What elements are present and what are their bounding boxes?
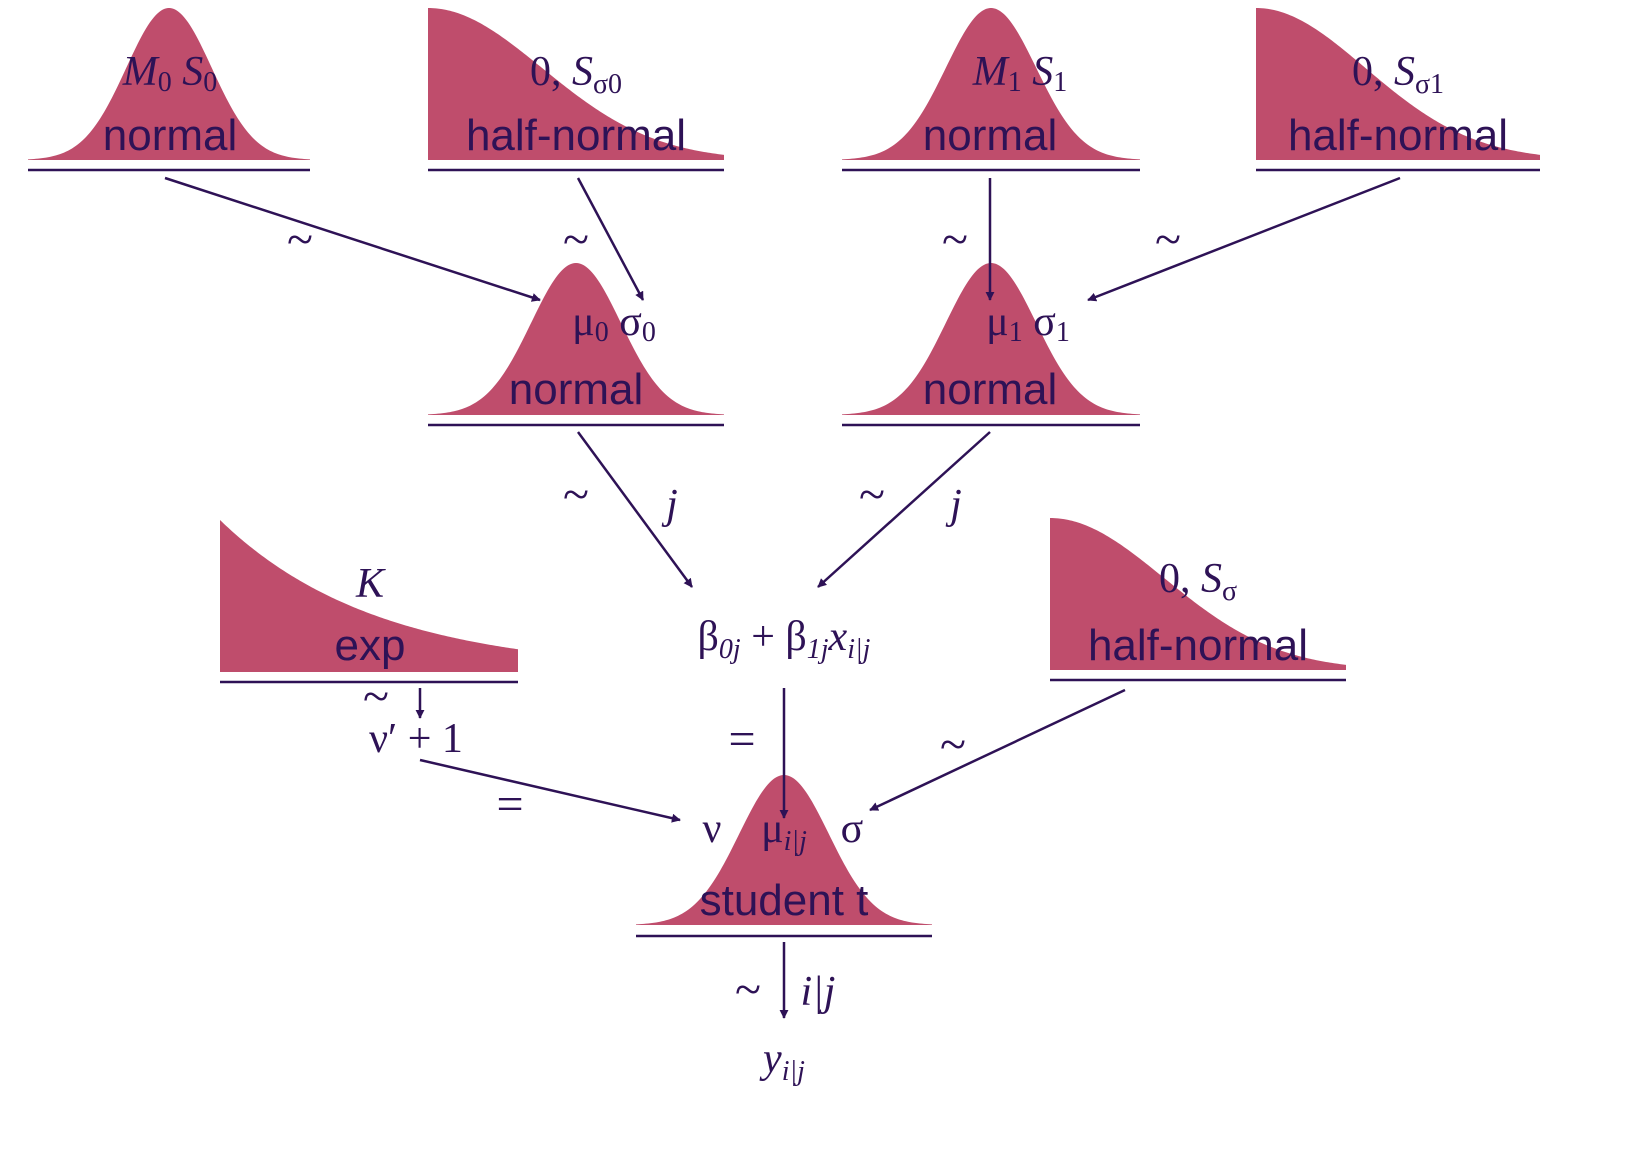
normal-density-shape [428, 263, 724, 415]
node-params: M0 S0 [122, 49, 218, 98]
dist-name: half-normal [1088, 621, 1308, 670]
dist-name: exp [335, 621, 406, 670]
edge-arrow [817, 431, 991, 588]
edge-arrow [164, 176, 541, 302]
edge-label-tilde: ~ [563, 468, 589, 521]
edge-arrow [576, 431, 694, 588]
dist-name: normal [103, 111, 238, 160]
halfnormal-density-shape [1256, 8, 1540, 160]
dist-name: normal [923, 111, 1058, 160]
node-params: μ0 σ0 [572, 299, 656, 348]
dist-name: student t [700, 876, 869, 925]
linear-predictor: β0j + β1jxi|j [698, 614, 871, 665]
edge-arrow [576, 177, 645, 301]
param-sigma: σ [841, 806, 864, 852]
param-mu: μi|j [761, 806, 807, 857]
edge-label-tilde: ~ [940, 718, 966, 771]
node-beta1: μ1 σ1 normal [923, 299, 1070, 414]
edge-label-equals: = [496, 778, 523, 831]
edge-arrow [869, 688, 1126, 812]
normal-density-shape [636, 775, 932, 925]
node-prior-sigma1: 0, Sσ1 half-normal [1288, 49, 1508, 160]
normal-density-shape [842, 8, 1140, 160]
nu-formula: ν′ + 1 [369, 716, 463, 762]
edge-label-tilde: ~ [563, 213, 589, 266]
edge-arrow [419, 758, 681, 823]
exp-density-shape [220, 520, 518, 672]
node-nu-prior: K exp [335, 561, 406, 670]
y-data: yi|j [759, 1036, 805, 1087]
edge-label-tilde: ~ [363, 670, 389, 723]
node-params: 0, Sσ [1159, 556, 1237, 607]
edge-label-tilde: ~ [1155, 213, 1181, 266]
dist-name: normal [923, 365, 1058, 414]
node-likelihood: ν μi|j σ student t [700, 806, 869, 925]
dist-name: half-normal [466, 111, 686, 160]
dist-name: half-normal [1288, 111, 1508, 160]
halfnormal-density-shape [428, 8, 724, 160]
node-params: 0, Sσ1 [1352, 49, 1444, 100]
edge-label-j: j [661, 482, 678, 528]
edge-label-tilde: ~ [287, 213, 313, 266]
node-params: μ1 σ1 [986, 299, 1070, 348]
node-sigma-prior: 0, Sσ half-normal [1088, 556, 1308, 670]
node-params: M1 S1 [972, 49, 1068, 98]
node-prior-sigma0: 0, Sσ0 half-normal [466, 49, 686, 160]
halfnormal-density-shape [1050, 518, 1346, 670]
edge-label-j: j [945, 482, 962, 528]
edge-label-equals: = [728, 713, 755, 766]
edge-label-ij: i|j [801, 969, 836, 1015]
node-prior-mu0: M0 S0 normal [103, 49, 238, 160]
node-beta0: μ0 σ0 normal [509, 299, 656, 414]
edge-arrow [1087, 176, 1401, 302]
node-prior-mu1: M1 S1 normal [923, 49, 1068, 160]
dist-name: normal [509, 365, 644, 414]
edge-label-tilde: ~ [942, 213, 968, 266]
normal-density-shape [842, 263, 1140, 415]
param-nu: ν [703, 806, 722, 852]
node-params: 0, Sσ0 [530, 49, 622, 100]
edge-label-tilde: ~ [735, 963, 761, 1016]
normal-density-shape [28, 8, 310, 160]
edge-label-tilde: ~ [859, 468, 885, 521]
node-params: K [355, 561, 386, 607]
